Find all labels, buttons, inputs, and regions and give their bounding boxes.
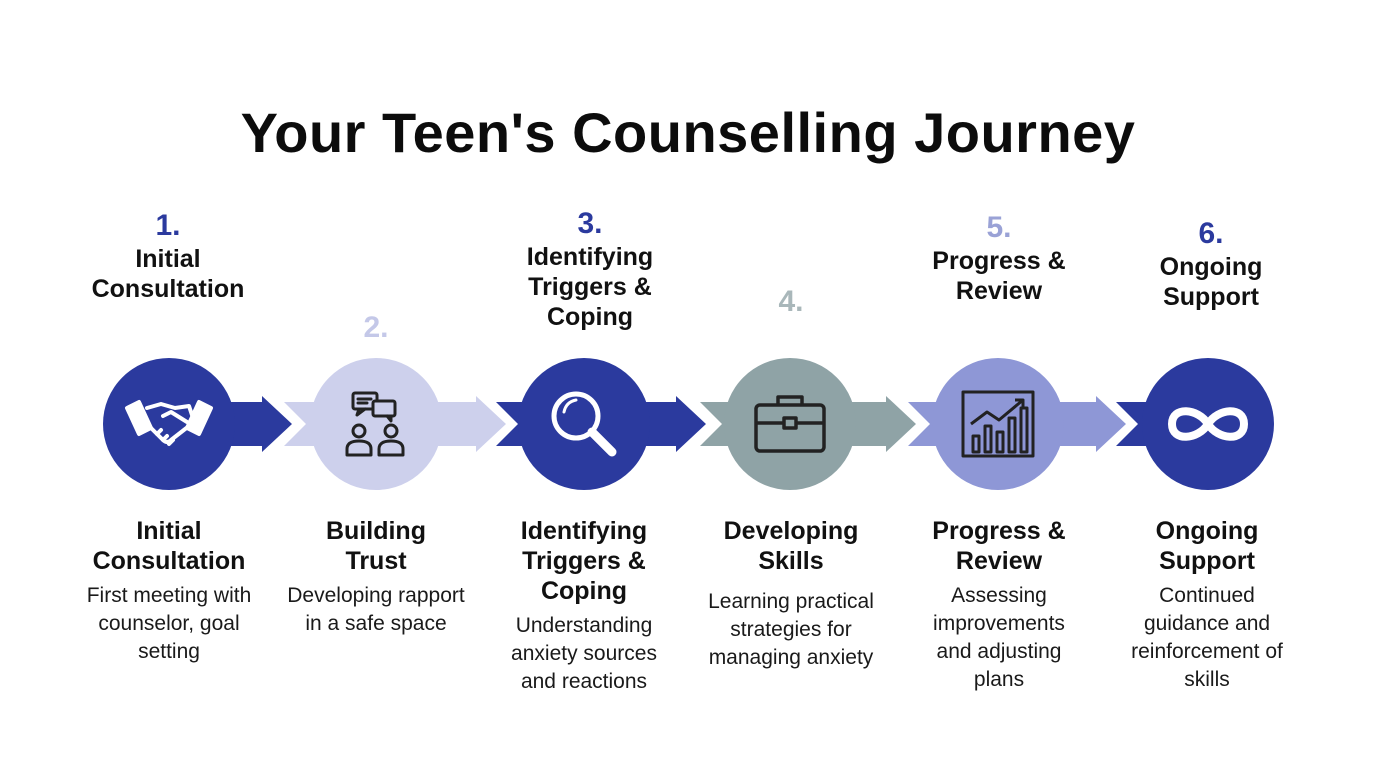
page-title: Your Teen's Counselling Journey xyxy=(240,101,1136,164)
step-5-top-name: Progress & Review xyxy=(932,247,1066,305)
step-1-top-name: Initial Consultation xyxy=(91,245,245,303)
step-5-top-label: 5. Progress & Review xyxy=(889,210,1109,306)
handshake-icon xyxy=(125,400,213,446)
step-1-number: 1. xyxy=(155,209,181,242)
conversation-icon xyxy=(345,391,405,457)
step-4-details: Developing Skills Learning practical str… xyxy=(686,516,896,672)
step-2-number: 2. xyxy=(363,311,389,344)
step-5-circle xyxy=(932,358,1064,490)
step-6-number: 6. xyxy=(1198,217,1224,250)
step-3-top-name: Identifying Triggers & Coping xyxy=(526,243,654,331)
arrow-1-to-2 xyxy=(230,396,292,452)
step-3-circle xyxy=(518,358,650,490)
toolbox-icon xyxy=(754,395,826,453)
step-1-top-label: 1. Initial Consultation xyxy=(58,208,278,304)
step-5-heading: Progress & Review xyxy=(932,517,1066,575)
step-5-description: Assessing improvements and adjusting pla… xyxy=(933,584,1065,691)
step-3-details: Identifying Triggers & Coping Understand… xyxy=(479,516,689,696)
step-6-description: Continued guidance and reinforcement of … xyxy=(1131,584,1283,691)
step-6-top-label: 6. Ongoing Support xyxy=(1101,216,1321,312)
magnifying-glass-icon xyxy=(551,391,617,457)
step-2-details: Building Trust Developing rapport in a s… xyxy=(271,516,481,638)
step-4-description: Learning practical strategies for managi… xyxy=(708,590,874,669)
step-2-heading: Building Trust xyxy=(326,517,426,575)
step-3-number: 3. xyxy=(577,207,603,240)
step-3-description: Understanding anxiety sources and reacti… xyxy=(511,614,657,693)
step-5-details: Progress & Review Assessing improvements… xyxy=(894,516,1104,694)
step-4-number: 4. xyxy=(778,285,804,318)
step-5-number: 5. xyxy=(986,211,1012,244)
step-1-details: Initial Consultation First meeting with … xyxy=(64,516,274,666)
step-1-heading: Initial Consultation xyxy=(92,517,246,575)
step-2-circle xyxy=(310,358,442,490)
step-2-description: Developing rapport in a safe space xyxy=(287,584,465,635)
step-4-circle xyxy=(724,358,856,490)
growth-chart-icon xyxy=(961,390,1035,458)
step-4-top-label: 4. xyxy=(681,284,901,320)
step-3-heading: Identifying Triggers & Coping xyxy=(520,517,648,605)
step-2-top-label: 2. xyxy=(266,310,486,346)
step-6-top-name: Ongoing Support xyxy=(1159,253,1263,311)
step-6-details: Ongoing Support Continued guidance and r… xyxy=(1102,516,1312,694)
step-1-circle xyxy=(103,358,235,490)
step-6-circle xyxy=(1142,358,1274,490)
infinity-icon xyxy=(1168,407,1248,441)
step-1-description: First meeting with counselor, goal setti… xyxy=(86,584,252,663)
step-3-top-label: 3. Identifying Triggers & Coping xyxy=(480,206,700,332)
step-6-heading: Ongoing Support xyxy=(1155,517,1259,575)
step-4-heading: Developing Skills xyxy=(723,517,859,575)
